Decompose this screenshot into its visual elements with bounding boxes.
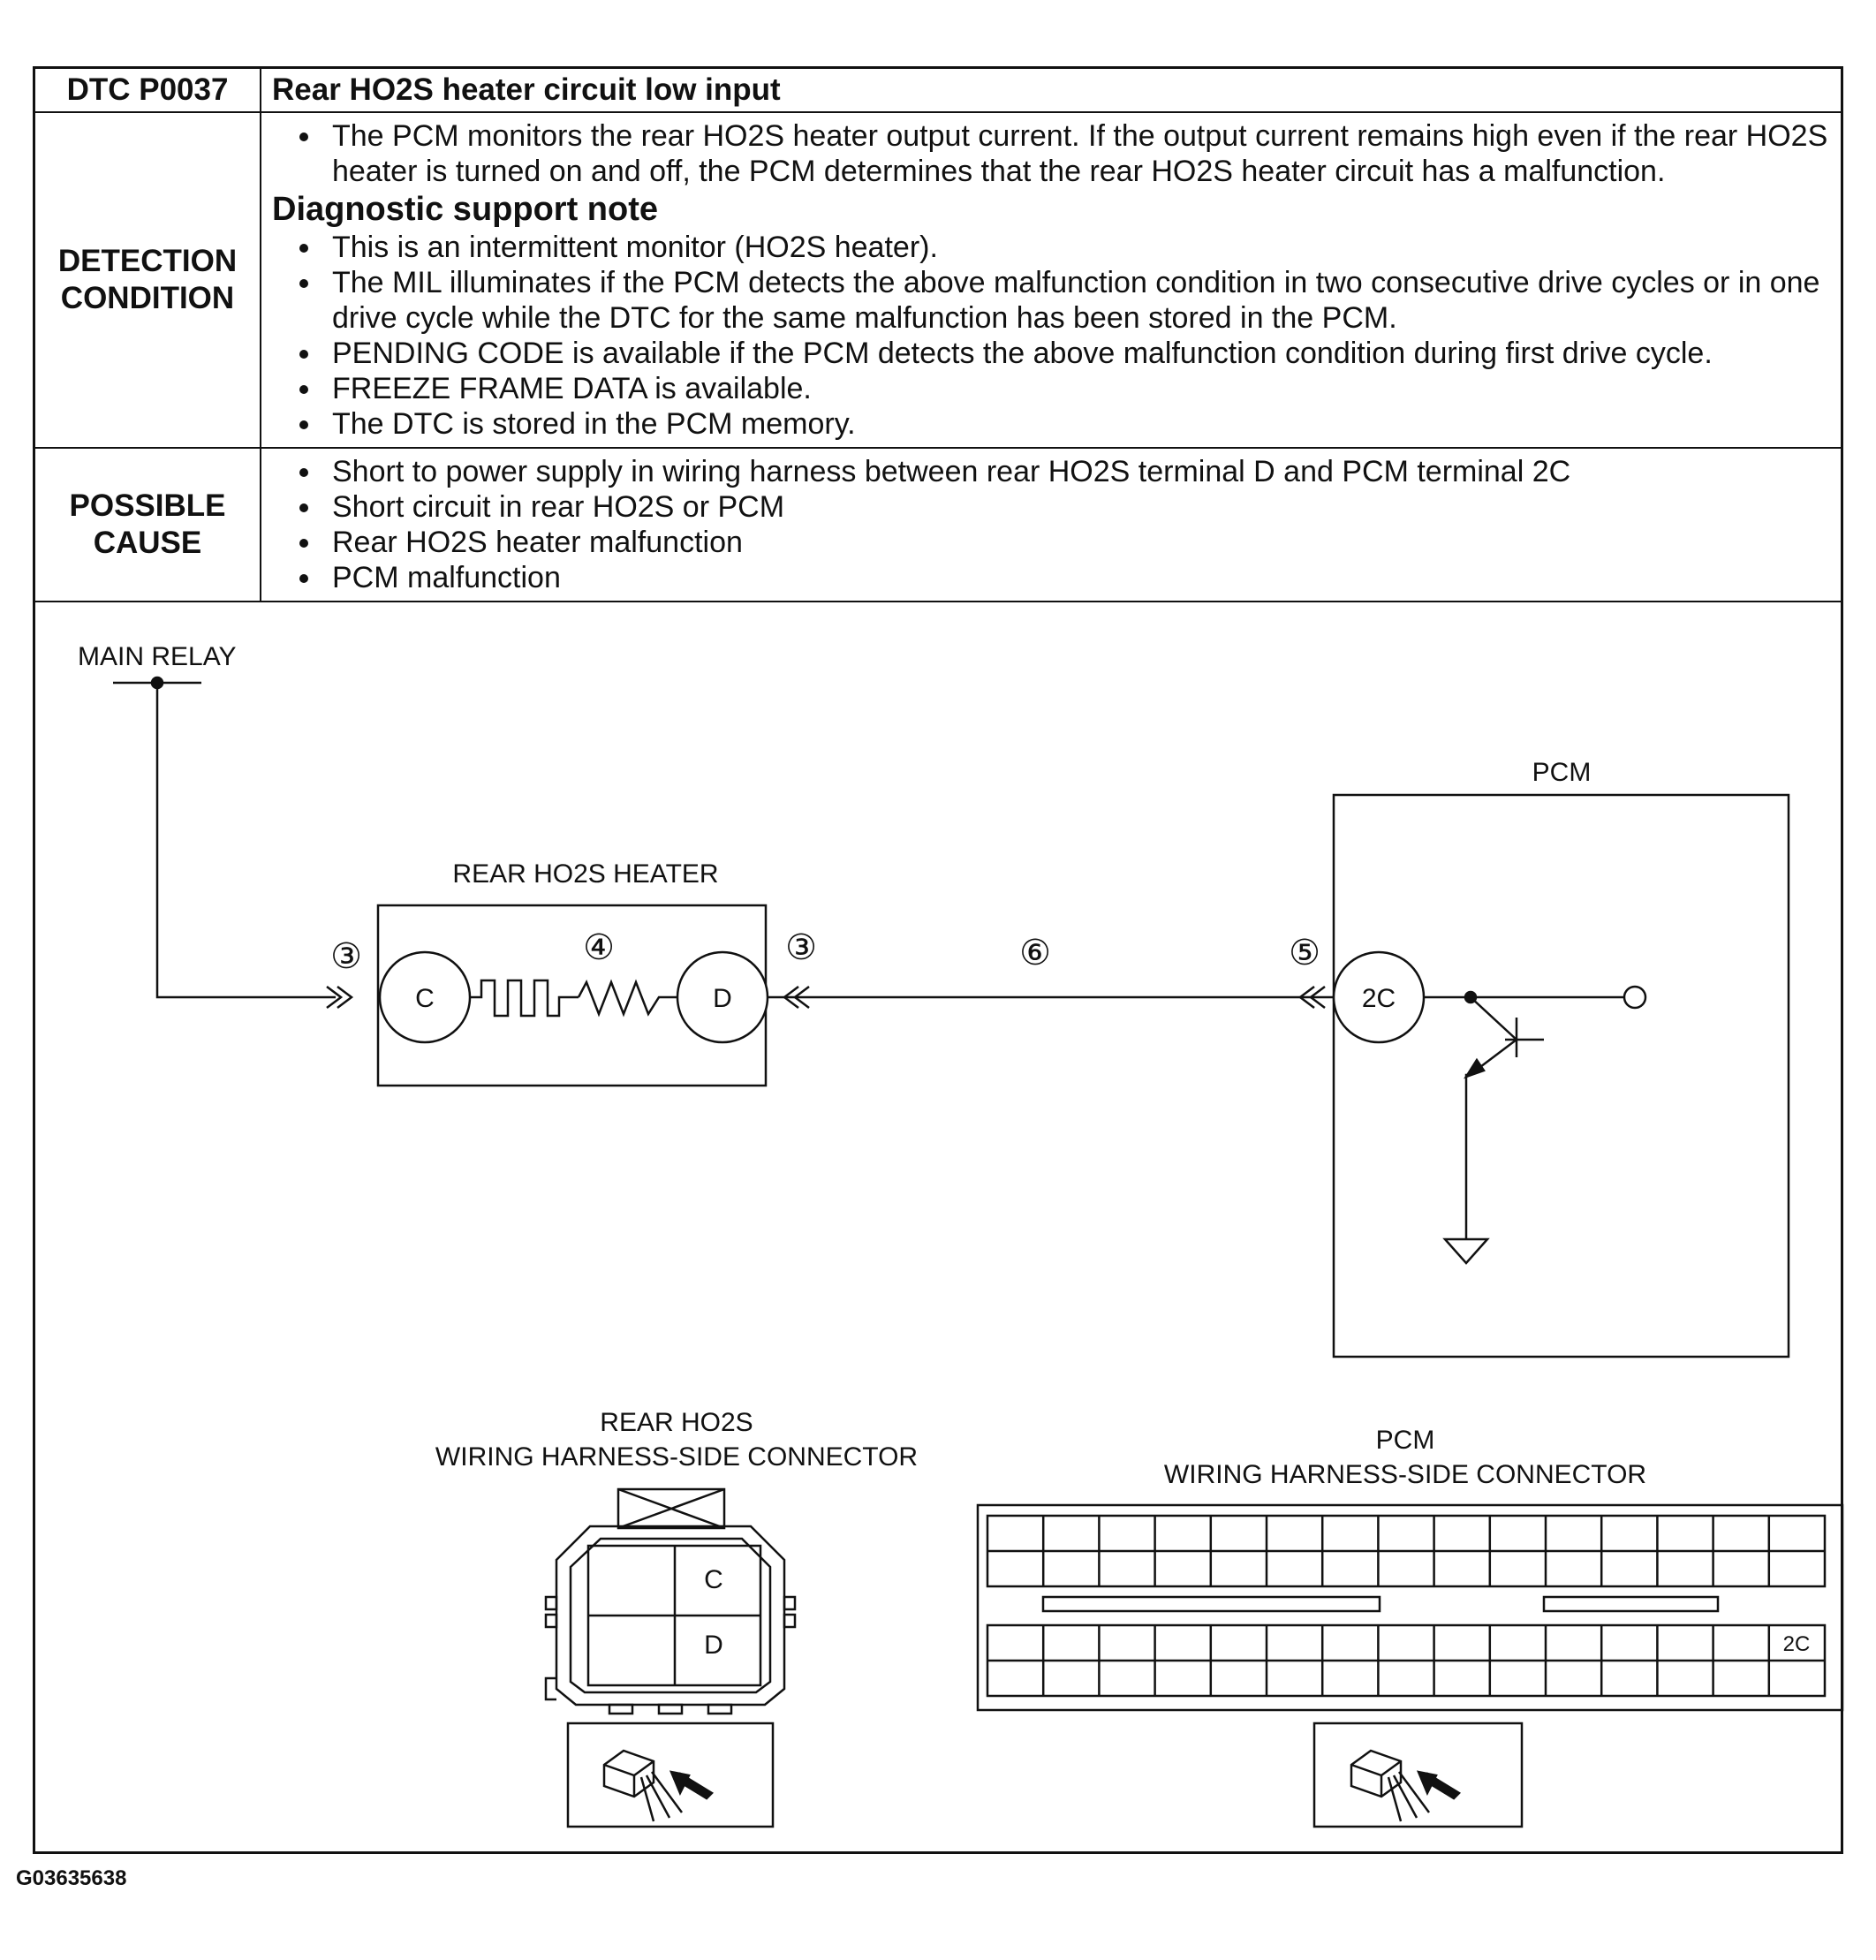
ho2s-connector-title-line1: REAR HO2S: [600, 1408, 753, 1437]
transistor-collector: [1470, 996, 1517, 1041]
pcm-connector-title-line2: WIRING HARNESS-SIDE CONNECTOR: [1164, 1460, 1646, 1489]
detection-label-line1: DETECTION: [57, 244, 238, 278]
resistor-symbol: [577, 979, 677, 1018]
pcm-harness-view-icon: [1350, 1749, 1462, 1822]
pcm-connector-key-right: [1542, 1595, 1720, 1613]
pcm-connector-key-left: [1041, 1595, 1381, 1613]
dtc-table: DTC P0037 Rear HO2S heater circuit low i…: [35, 69, 1841, 602]
ho2s-side-tab-left: [544, 1595, 558, 1611]
support-list: This is an intermittent monitor (HO2S he…: [261, 230, 1841, 447]
cause-bullet: Rear HO2S heater malfunction: [323, 525, 1828, 560]
support-bullet: The MIL illuminates if the PCM detects t…: [323, 265, 1828, 336]
callout-4: ④: [583, 928, 615, 967]
connector-chevron-c: [326, 986, 354, 1009]
wire-to-ground: [1464, 1073, 1470, 1239]
ho2s-pin-c-label: C: [704, 1565, 723, 1594]
cause-list: Short to power supply in wiring harness …: [261, 449, 1841, 601]
ho2s-connector-inner: [569, 1537, 772, 1694]
pcm-box: [1332, 793, 1790, 1358]
detection-row: DETECTION CONDITION The PCM monitors the…: [35, 111, 1841, 449]
pcm-view-icon-frame: [1312, 1722, 1524, 1828]
pcm-label: PCM: [1532, 758, 1592, 787]
ho2s-side-tab-left: [544, 1613, 558, 1629]
heating-element-symbol: [470, 979, 579, 1018]
terminal-c-label: C: [415, 984, 435, 1013]
support-bullet: PENDING CODE is available if the PCM det…: [323, 336, 1828, 371]
figure-id: G03635638: [16, 1866, 127, 1890]
ho2s-pin-d-label: D: [704, 1631, 723, 1660]
ho2s-connector-title-line2: WIRING HARNESS-SIDE CONNECTOR: [435, 1442, 918, 1472]
ho2s-connector-latch: [617, 1487, 726, 1530]
detection-label: DETECTION CONDITION: [35, 111, 261, 449]
cause-label-line1: POSSIBLE: [69, 488, 226, 523]
callout-6: ⑥: [1019, 934, 1051, 972]
support-bullet: FREEZE FRAME DATA is available.: [323, 371, 1828, 406]
detection-label-line2: CONDITION: [60, 281, 235, 315]
ho2s-side-tab-right: [783, 1613, 797, 1629]
pcm-pin-grid-bottom: [986, 1623, 1827, 1698]
wire-main-relay-to-c: [155, 683, 336, 999]
cause-label: POSSIBLE CAUSE: [35, 447, 261, 602]
pcm-connector-outer: [976, 1503, 1844, 1712]
ho2s-bottom-tab: [707, 1703, 733, 1715]
callout-3-right: ③: [785, 928, 817, 967]
ground-symbol: [1442, 1237, 1490, 1265]
support-heading: Diagnostic support note: [272, 191, 658, 228]
ho2s-harness-view-icon: [602, 1749, 715, 1822]
dtc-title: Rear HO2S heater circuit low input: [260, 69, 1841, 113]
connector-chevron-2c: [1297, 986, 1326, 1009]
terminal-2c-label: 2C: [1362, 984, 1396, 1013]
pcm-pin-grid-top: [986, 1514, 1827, 1588]
detection-content: The PCM monitors the rear HO2S heater ou…: [260, 111, 1841, 449]
dtc-sheet: DTC P0037 Rear HO2S heater circuit low i…: [33, 66, 1843, 1854]
support-bullet: The DTC is stored in the PCM memory.: [323, 406, 1828, 442]
callout-5: ⑤: [1289, 934, 1320, 972]
terminal-d-label: D: [713, 984, 732, 1013]
detection-intro-list: The PCM monitors the rear HO2S heater ou…: [261, 113, 1841, 189]
ho2s-latch-cross: [617, 1487, 725, 1530]
cause-bullet: Short to power supply in wiring harness …: [323, 454, 1828, 489]
pcm-connector-title-line1: PCM: [1376, 1426, 1435, 1455]
ho2s-side-tab-right: [783, 1595, 797, 1611]
dtc-code: DTC P0037: [35, 69, 261, 113]
cause-row: POSSIBLE CAUSE Short to power supply in …: [35, 447, 1841, 602]
ho2s-bottom-hook: [544, 1676, 556, 1701]
detection-intro-bullet: The PCM monitors the rear HO2S heater ou…: [323, 118, 1828, 189]
cause-content: Short to power supply in wiring harness …: [260, 447, 1841, 602]
cause-bullet: PCM malfunction: [323, 560, 1828, 595]
transistor-arrow: [1464, 1057, 1486, 1079]
cause-label-line2: CAUSE: [93, 526, 202, 560]
ho2s-bottom-tab: [657, 1703, 684, 1715]
heater-label: REAR HO2S HEATER: [452, 859, 718, 889]
ho2s-view-icon-frame: [566, 1722, 775, 1828]
main-relay-label: MAIN RELAY: [78, 642, 237, 671]
callout-3-left: ③: [330, 937, 362, 976]
dtc-header-row: DTC P0037 Rear HO2S heater circuit low i…: [35, 69, 1841, 113]
ho2s-bottom-tab: [608, 1703, 634, 1715]
cause-bullet: Short circuit in rear HO2S or PCM: [323, 489, 1828, 525]
pcm-pin-2c-label: 2C: [1783, 1632, 1811, 1656]
pcm-output-terminal: [1623, 985, 1647, 1010]
support-bullet: This is an intermittent monitor (HO2S he…: [323, 230, 1828, 265]
